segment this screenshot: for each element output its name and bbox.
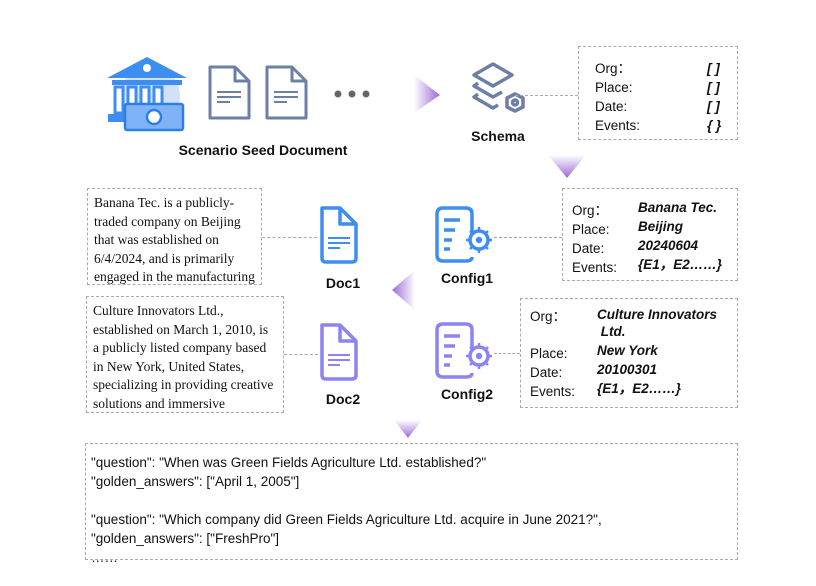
config1-icon: [435, 206, 492, 263]
qa-line: "golden_answers": ["April 1, 2005"]: [91, 474, 300, 489]
field-key: Date:: [595, 99, 628, 114]
qa-line: [91, 491, 732, 510]
field-key: Events:: [595, 118, 641, 133]
field-value: [ ]: [707, 80, 720, 95]
config2-box: Org： Culture Innovators Ltd. Place: New Yo…: [520, 298, 738, 408]
arrow-left: [392, 270, 415, 310]
connector: [494, 237, 562, 238]
doc2-icon: [320, 323, 358, 381]
connector: [262, 237, 317, 238]
qa-line: "question": "Which company did Green Fie…: [91, 512, 602, 527]
doc1-label: Doc1: [325, 275, 361, 291]
schema-layers-icon: [472, 62, 525, 113]
qa-line: "question": "When was Green Fields Agric…: [91, 455, 487, 470]
doc2-text-box: Culture Innovators Ltd., established on …: [86, 296, 284, 413]
arrow-right: [414, 75, 440, 113]
connector: [494, 353, 520, 354]
qa-box: "question": "When was Green Fields Agric…: [85, 443, 738, 565]
field-value: {E1，E2……}: [638, 257, 723, 272]
field-value: Culture Innovators Ltd.: [597, 307, 718, 339]
field-key: Events:: [530, 384, 576, 399]
field-value: { }: [707, 118, 722, 133]
seed-label: Scenario Seed Document: [178, 142, 348, 158]
field-key: Org：: [595, 61, 632, 76]
field-value: 20240604: [638, 238, 699, 253]
qa-line: ……: [91, 550, 118, 565]
field-key: Place:: [530, 346, 568, 361]
schema-box: Org： [ ] Place: [ ] Date: [ ] Events: { }: [578, 46, 738, 140]
config1-box: Org： Banana Tec. Place: Beijing Date: 20240…: [562, 188, 738, 281]
field-key: Place:: [572, 222, 610, 237]
ellipsis-icon: [334, 90, 370, 98]
qa-line: "golden_answers": ["FreshPro"]: [91, 531, 280, 546]
arrow-down: [548, 155, 586, 178]
field-key: Date:: [530, 365, 563, 380]
connector: [515, 95, 578, 96]
field-value: New York: [597, 343, 658, 358]
field-value: Banana Tec.: [638, 200, 718, 215]
schema-label: Schema: [471, 128, 525, 144]
bank-money-icon: [107, 57, 187, 132]
field-key: Org：: [530, 309, 567, 324]
config2-label: Config2: [440, 386, 494, 402]
connector: [284, 354, 318, 355]
field-value: [ ]: [707, 99, 720, 114]
field-value: 20100301: [597, 362, 658, 377]
arrow-down: [394, 420, 422, 438]
field-value: Beijing: [638, 219, 684, 234]
doc1-icon: [320, 206, 358, 264]
field-key: Place:: [595, 80, 633, 95]
field-value: {E1，E2……}: [597, 381, 682, 396]
config2-icon: [435, 322, 492, 379]
config1-label: Config1: [440, 270, 494, 286]
field-key: Date:: [572, 241, 605, 256]
doc1-text-box: Banana Tec. is a publicly-traded company…: [87, 188, 262, 285]
field-key: Events:: [572, 260, 618, 275]
field-key: Org：: [572, 203, 609, 218]
field-value: [ ]: [707, 61, 720, 76]
doc2-label: Doc2: [325, 391, 361, 407]
